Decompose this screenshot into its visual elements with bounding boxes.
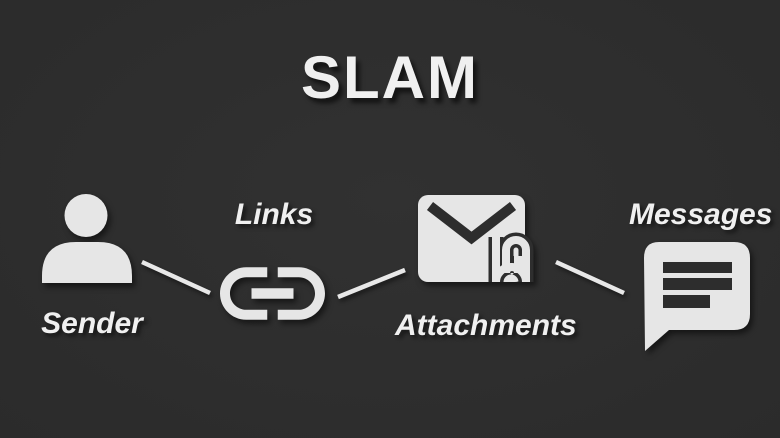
label-sender: Sender: [41, 307, 143, 340]
connector-attachments-messages: [555, 259, 625, 296]
connector-links-attachments: [337, 267, 406, 300]
envelope-paperclip-icon: [418, 195, 534, 283]
paperclip-icon: [488, 232, 534, 283]
label-messages: Messages: [629, 198, 773, 231]
chain-link-icon: [220, 267, 325, 320]
person-icon: [42, 194, 132, 283]
page-title: SLAM: [301, 44, 479, 111]
label-attachments: Attachments: [395, 309, 577, 342]
connector-sender-links: [141, 259, 211, 296]
speech-bubble-icon: [644, 242, 750, 351]
label-links: Links: [234, 198, 314, 231]
